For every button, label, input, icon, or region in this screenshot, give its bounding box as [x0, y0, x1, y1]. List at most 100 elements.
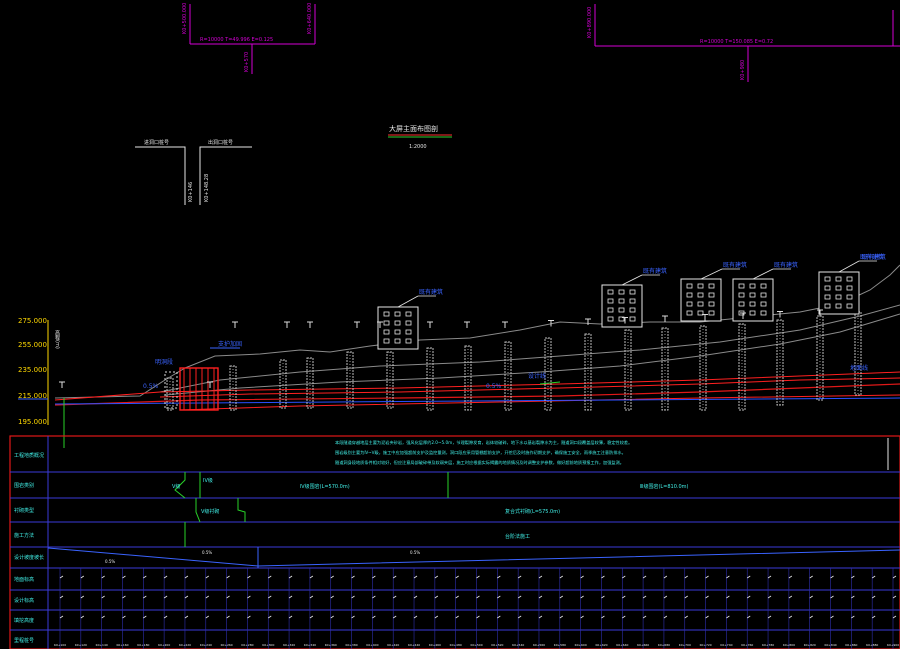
- building: 既有建筑: [601, 267, 667, 328]
- station-column: K0+360: [325, 568, 337, 649]
- rock-class-1: V级: [172, 483, 180, 490]
- station-tick: K0+480: [450, 643, 462, 647]
- tunnel-portal-detail: 进洞口桩号 出洞口桩号 K0+146 K0+148.28: [135, 139, 252, 205]
- station-tick: K0+500: [471, 643, 483, 647]
- row-label-lining: 衬砌类型: [14, 507, 34, 514]
- right-start-station: K0+890.000: [587, 7, 593, 38]
- building: 既有建筑: [732, 261, 798, 322]
- building-label: 既有建筑: [774, 261, 798, 269]
- station-column: K0+140: [96, 568, 108, 649]
- left-curve-params: R=10000 T=49.996 E=0.125: [200, 37, 273, 43]
- building-group: 既有建筑既有建筑既有建筑既有建筑既有建筑既有建筑: [377, 253, 886, 350]
- station-column: K0+720: [700, 568, 712, 649]
- elev-195: 195.000: [18, 418, 47, 426]
- station-tick: K0+660: [637, 643, 649, 647]
- right-curve-params: R=10000 T=150.085 E=0.72: [700, 39, 773, 45]
- station-column: K0+880: [866, 568, 878, 649]
- station-tick: K0+440: [408, 643, 420, 647]
- station-column: K0+800: [783, 568, 795, 649]
- station-column: K0+780: [762, 568, 774, 649]
- pile: [854, 311, 862, 396]
- station-column: K0+240: [200, 568, 212, 649]
- pile: [426, 347, 434, 411]
- pile: [229, 365, 237, 411]
- station-tick: K0+580: [554, 643, 566, 647]
- pile: [166, 377, 174, 411]
- elev-235: 235.000: [18, 366, 47, 374]
- station-tick: K0+180: [137, 643, 149, 647]
- row-label-geology: 工程地质概况: [14, 452, 44, 459]
- station-column: K0+380: [346, 568, 358, 649]
- station-column: K0+120: [75, 568, 87, 649]
- pile-group: [166, 311, 862, 411]
- row-label-fill: 填挖高度: [14, 617, 34, 624]
- station-tick: K0+600: [575, 643, 587, 647]
- geology-line-3: 隧道洞身段地质条件相对较好，但应注意局部破碎带及软弱夹层，施工时应根据实际揭露的…: [335, 459, 624, 466]
- station-column: K0+600: [575, 568, 587, 649]
- pile: [386, 351, 394, 409]
- portal-right-label: 出洞口桩号: [208, 139, 233, 146]
- station-tick: K0+380: [346, 643, 358, 647]
- rock-class-4: Ⅲ级围岩(L=810.0m): [640, 483, 689, 490]
- station-column: K0+560: [533, 568, 545, 649]
- portal-structure: [164, 367, 219, 411]
- elev-axis-label: 高程(m): [54, 329, 60, 348]
- profile-data-table: 工程地质概况 围岩类别 衬砌类型 施工方法 设计坡度坡长 地面标高 设计标高 填…: [9, 435, 900, 649]
- station-tick: K0+900: [887, 643, 899, 647]
- rock-class-2: IV级: [203, 477, 213, 484]
- pile: [544, 337, 552, 411]
- station-column: K0+180: [137, 568, 150, 649]
- row-label-method: 施工方法: [14, 532, 34, 539]
- station-tick: K0+160: [116, 643, 128, 647]
- station-column: K0+660: [637, 568, 649, 649]
- station-tick: K0+860: [845, 643, 857, 647]
- station-tick: K0+620: [595, 643, 607, 647]
- station-tick: K0+300: [262, 643, 274, 647]
- station-column: K0+640: [616, 568, 628, 649]
- building-label: 既有建筑: [419, 288, 443, 296]
- left-pvi: K0+570: [244, 52, 250, 72]
- station-column: K0+860: [845, 568, 858, 649]
- pile: [624, 329, 632, 411]
- lining-2: 复合式衬砌(L=575.0m): [505, 508, 560, 515]
- row-label-station: 里程桩号: [14, 637, 34, 644]
- building-label-edge: 既有建筑: [862, 253, 886, 261]
- vertical-curve-left: K0+500.000 K0+640.000 R=10000 T=49.996 E…: [182, 3, 316, 74]
- station-tick: K0+780: [762, 643, 774, 647]
- station-tick: K0+280: [241, 643, 253, 647]
- station-tick: K0+360: [325, 643, 337, 647]
- station-column: K0+160: [116, 568, 129, 649]
- station-tick: K0+680: [658, 643, 670, 647]
- station-tick: K0+140: [96, 643, 108, 647]
- left-end-station: K0+640.000: [307, 3, 313, 34]
- building-label: 既有建筑: [862, 253, 886, 261]
- station-tick: K0+200: [158, 643, 170, 647]
- station-column: K0+320: [283, 568, 295, 649]
- station-tick: K0+540: [512, 643, 524, 647]
- station-tick: K0+800: [783, 643, 795, 647]
- pile: [661, 327, 669, 411]
- ground-markers: [59, 309, 823, 388]
- station-tick: K0+640: [616, 643, 628, 647]
- grade-2: 0.5%: [202, 550, 212, 555]
- station-column: K0+400: [366, 568, 379, 649]
- station-tick: K0+460: [429, 643, 441, 647]
- pile: [738, 323, 746, 411]
- station-column: K0+580: [554, 568, 566, 649]
- pile: [306, 357, 314, 409]
- station-column: K0+700: [679, 568, 691, 649]
- profile-annotations: 明洞段 支护加固 0.5% 0.5% 设计线 地面线: [63, 340, 868, 448]
- grade-1: 0.5%: [105, 559, 115, 564]
- elev-255: 255.000: [18, 341, 47, 349]
- geology-line-1: 本段隧道穿越地层主要为泥岩夹砂岩，强风化层厚约2.0~5.0m，节理裂隙发育，岩…: [335, 439, 632, 446]
- station-column: K0+840: [825, 568, 837, 649]
- method-text: 台阶法施工: [505, 533, 530, 540]
- elevation-scale: 275.000 255.000 235.000 215.000 195.000 …: [18, 317, 60, 426]
- geology-line-2: 围岩级别主要为Ⅳ~Ⅴ级，施工中应加强超前支护及监控量测，洞口段应采用管棚超前支护…: [335, 449, 626, 456]
- portal-left-label: 进洞口桩号: [144, 139, 169, 146]
- building-label: 既有建筑: [643, 267, 667, 275]
- station-column: K0+540: [512, 568, 524, 649]
- title-text: 大屏主面布图剖: [389, 124, 438, 133]
